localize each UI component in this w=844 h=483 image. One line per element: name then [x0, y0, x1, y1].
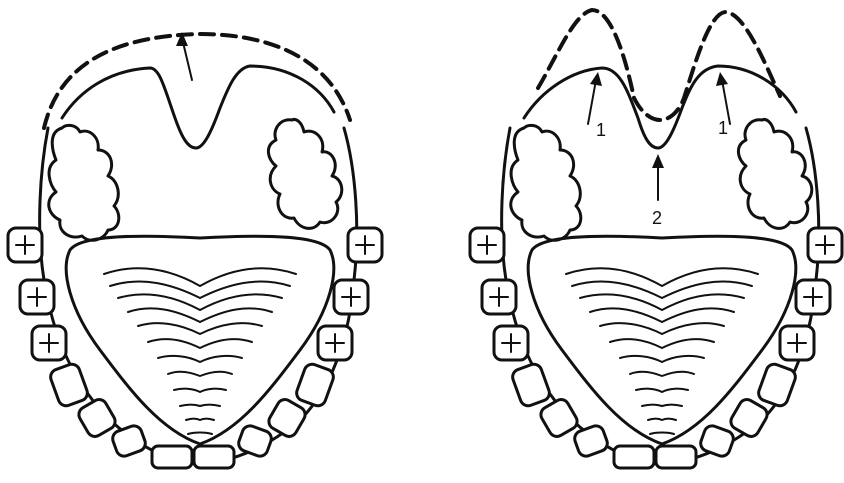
tooth-premolar — [48, 362, 89, 408]
tooth-canine — [110, 424, 147, 459]
tooth-canine — [236, 424, 273, 459]
label-2: 2 — [652, 208, 662, 228]
tooth-premolar — [266, 397, 308, 440]
right-soft-palate — [524, 66, 796, 148]
left-oral-cavity — [8, 32, 382, 468]
tooth-premolar — [510, 362, 551, 408]
tooth-premolar — [756, 362, 797, 408]
label-1-left: 1 — [596, 120, 606, 140]
tooth-incisor — [194, 446, 234, 468]
tooth-incisor — [656, 446, 696, 468]
right-arrow-1-right-head — [716, 72, 728, 86]
tooth-premolar — [76, 397, 118, 440]
tooth-incisor — [152, 446, 192, 468]
tooth-canine — [572, 424, 609, 459]
right-tonsil-left — [511, 125, 581, 240]
left-tongue-ridges — [104, 268, 296, 434]
right-arrow-1-left-shaft — [588, 80, 596, 124]
tooth-incisor — [614, 446, 654, 468]
left-soft-palate — [62, 66, 334, 148]
right-arrow-1-left-head — [590, 72, 602, 86]
tooth-premolar — [294, 362, 335, 408]
label-1-right: 1 — [718, 118, 728, 138]
right-tonsil-right — [738, 120, 811, 229]
left-tonsil-right — [268, 120, 341, 229]
left-tonsil-left — [49, 125, 119, 240]
tooth-premolar — [728, 397, 770, 440]
tooth-premolar — [538, 397, 580, 440]
right-oral-cavity: 1 1 2 — [470, 10, 842, 468]
right-tongue-ridges — [566, 268, 758, 434]
right-arrow-2-head — [652, 154, 664, 168]
right-dashed-peaks — [538, 10, 780, 120]
tooth-canine — [698, 424, 735, 459]
